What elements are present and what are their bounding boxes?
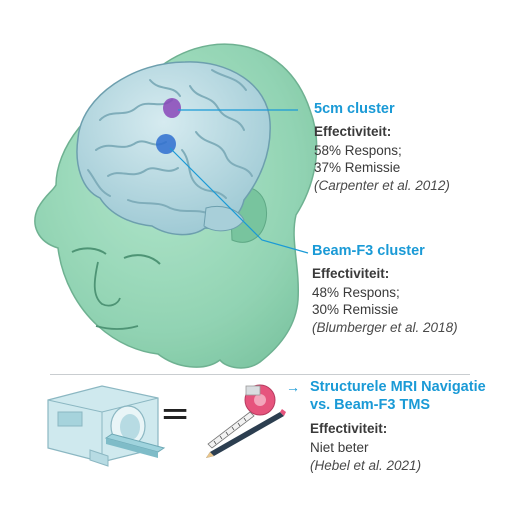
citation: (Carpenter et al. 2012) xyxy=(314,178,450,193)
marker-5cm xyxy=(163,98,181,118)
remission-value: 30% Remissie xyxy=(312,302,399,317)
remission-value: 37% Remissie xyxy=(314,160,401,175)
brain-folds xyxy=(87,69,253,215)
effectiveness-label: Effectiviteit: xyxy=(310,421,388,436)
mri-scanner-icon xyxy=(47,385,166,467)
response-value: 48% Respons; xyxy=(312,285,400,300)
effectiveness-label: Effectiviteit: xyxy=(314,124,392,139)
mouth xyxy=(95,325,139,330)
result-value: Niet beter xyxy=(310,440,369,455)
cluster-title: Beam-F3 cluster xyxy=(312,243,425,259)
response-value: 58% Respons; xyxy=(314,143,402,158)
effectiveness-label: Effectiviteit: xyxy=(312,266,390,281)
section-divider xyxy=(50,374,470,375)
pencil-icon xyxy=(206,409,286,458)
comparison-title-line-1: Structurele MRI Navigatie xyxy=(310,379,486,395)
equals-sign: = xyxy=(160,393,191,434)
eye-right xyxy=(123,254,161,265)
arrow-icon: → xyxy=(286,379,300,395)
leader-line-beam-f3 xyxy=(169,147,309,254)
nose xyxy=(93,261,121,307)
cluster-title: 5cm cluster xyxy=(314,101,395,117)
citation: (Hebel et al. 2021) xyxy=(310,458,422,473)
comparison-title-line-2: vs. Beam-F3 TMS xyxy=(310,397,431,413)
citation: (Blumberger et al. 2018) xyxy=(312,320,458,335)
eye-left xyxy=(71,247,107,255)
measuring-tape-icon xyxy=(207,384,276,449)
